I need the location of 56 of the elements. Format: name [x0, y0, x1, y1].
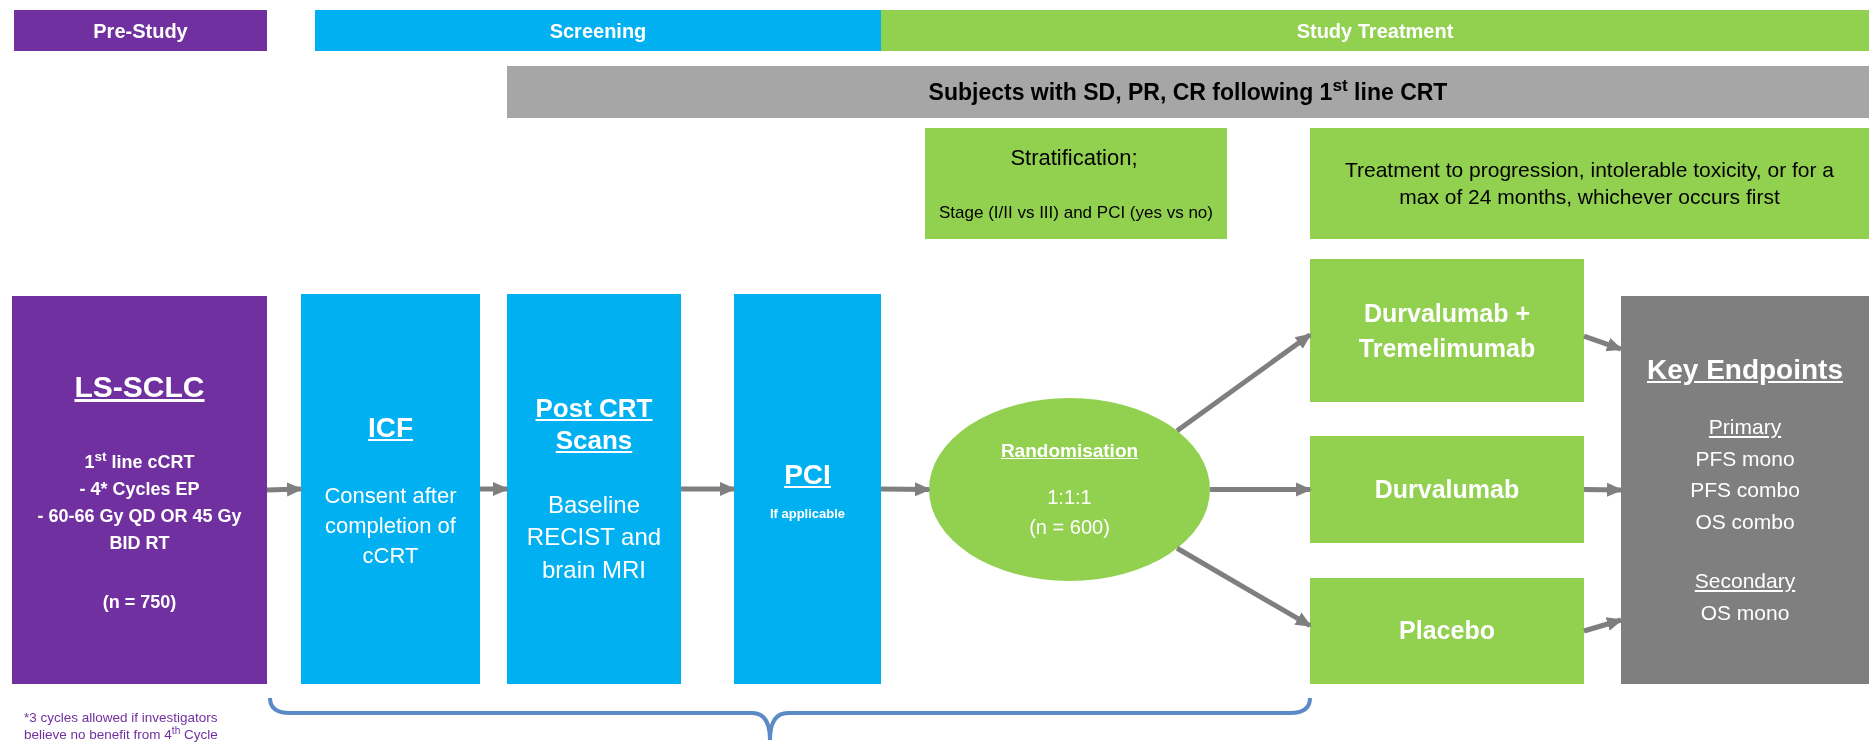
box-text: Study Treatment: [1296, 18, 1454, 44]
arrow: [480, 482, 509, 496]
arrow: [266, 482, 303, 497]
heading: PCI: [784, 458, 831, 493]
box-text: Durvalumab + Tremelimumab: [1357, 298, 1537, 364]
process-box: [734, 294, 881, 684]
process-box: [507, 294, 681, 684]
arrow: [1583, 482, 1623, 497]
heading: Randomisation: [1000, 439, 1139, 464]
phase-banner: [315, 10, 881, 51]
box-text: If applicable: [769, 505, 846, 524]
arrow: [1583, 617, 1623, 634]
treatment-box: [1310, 578, 1584, 684]
arrow: [681, 482, 736, 496]
phase-banner: [14, 10, 267, 51]
box-text: 1$^{st}$ line cCRT: [84, 449, 195, 474]
box-text: Screening: [549, 18, 647, 44]
box-text: 1:1:1: [1047, 484, 1092, 510]
arrow: [1210, 482, 1312, 497]
arrow: [1175, 546, 1312, 628]
list-item: - 60-66 Gy QD OR 45 Gy BID RT: [36, 505, 243, 555]
heading: Key Endpoints: [1647, 353, 1843, 387]
box-text: Durvalumab: [1374, 473, 1520, 505]
info-box: [1310, 128, 1869, 239]
heading: LS-SCLC: [74, 369, 205, 405]
box-text: (n = 600): [1029, 514, 1110, 540]
treatment-box: [1310, 436, 1584, 543]
box-text: Baseline RECIST and brain MRI: [525, 489, 663, 585]
info-box: [925, 128, 1227, 239]
subheading: Primary: [1708, 414, 1782, 440]
treatment-box: [1310, 259, 1584, 402]
box-text: Placebo: [1399, 615, 1495, 647]
phase-banner: [881, 10, 1869, 51]
box-text: OS combo: [1695, 508, 1795, 535]
process-box: [301, 294, 480, 684]
list-item: - 4* Cycles EP: [79, 478, 200, 501]
box-text: OS mono: [1700, 599, 1790, 626]
heading: Post CRT Scans: [534, 391, 654, 457]
process-box: [12, 296, 267, 684]
box-text: Stage (I/II vs III) and PCI (yes vs no): [939, 202, 1213, 224]
arrow: [1583, 333, 1623, 352]
heading: Stratification;: [1010, 143, 1138, 172]
subheading: Secondary: [1694, 568, 1796, 594]
box-text: PFS mono: [1695, 445, 1795, 472]
endpoints-box: [1621, 296, 1869, 684]
box-text: Treatment to progression, intolerable toxicity, or for a max of 24 months, whichever occurs first: [1343, 157, 1836, 210]
box-text: Consent after completion of cCRT: [323, 482, 458, 570]
footnote: *3 cycles allowed if investigators believe no benefit from 4$^{th}$ Cycle: [24, 710, 219, 744]
population-banner: [507, 66, 1869, 118]
box-text: (n = 750): [102, 591, 177, 614]
box-text: Pre-Study: [93, 18, 188, 44]
box-text: Subjects with SD, PR, CR following 1$^{st}$ line CRT: [928, 74, 1448, 107]
arrow: [880, 482, 931, 497]
heading: ICF: [367, 411, 414, 446]
box-text: PFS combo: [1690, 477, 1800, 503]
arrow: [1175, 332, 1312, 433]
